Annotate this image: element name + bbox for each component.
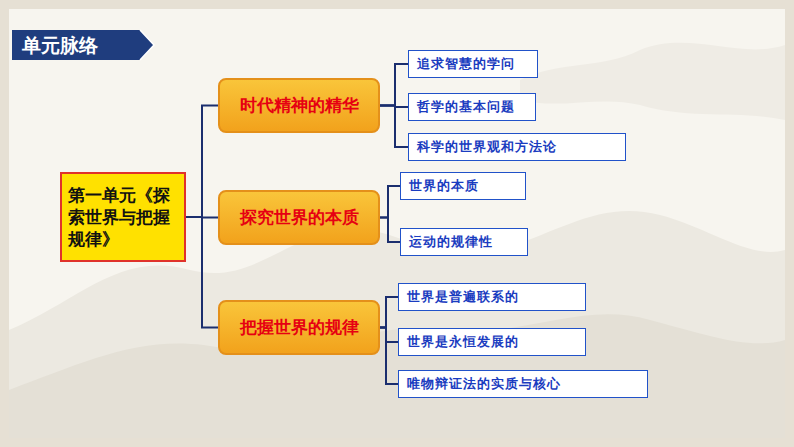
point-box: 科学的世界观和方法论	[408, 133, 626, 161]
point-name: 哲学的基本问题	[417, 98, 515, 116]
ink-mountains	[520, 43, 785, 120]
point-name: 世界是普遍联系的	[407, 288, 519, 306]
topic-box: 探究世界的本质	[218, 190, 380, 245]
point-box: 哲学的基本问题	[408, 93, 536, 121]
bracket-connector	[380, 328, 398, 385]
point-box: 唯物辩证法的实质与核心	[398, 370, 648, 398]
bracket-connector	[380, 218, 400, 243]
bracket-connector	[380, 106, 408, 148]
point-name: 世界是永恒发展的	[407, 333, 519, 351]
bracket-connector	[380, 186, 400, 218]
title-banner-edge	[140, 30, 154, 60]
point-name: 运动的规律性	[409, 233, 493, 251]
point-box: 世界的本质	[400, 172, 526, 200]
point-box: 世界是普遍联系的	[398, 283, 586, 311]
point-name: 追求智慧的学问	[417, 55, 515, 73]
title-banner	[12, 30, 154, 60]
point-box: 追求智慧的学问	[408, 50, 538, 78]
bracket-connector	[186, 217, 218, 328]
unit-title: 单元脉络	[22, 31, 98, 59]
bracket-connector	[380, 297, 398, 328]
bracket-connector	[186, 106, 218, 218]
bracket-connector	[380, 328, 398, 343]
point-name: 科学的世界观和方法论	[417, 138, 557, 156]
point-box: 运动的规律性	[400, 228, 528, 256]
ink-mountains	[9, 314, 785, 438]
point-name: 唯物辩证法的实质与核心	[407, 375, 561, 393]
panel	[9, 9, 785, 438]
point-name: 世界的本质	[409, 177, 479, 195]
unit-name: 第一单元《探索世界与把握规律》	[68, 184, 178, 250]
topic-box: 时代精神的精华	[218, 78, 380, 133]
topic-box: 把握世界的规律	[218, 300, 380, 355]
unit-box: 第一单元《探索世界与把握规律》	[60, 172, 186, 262]
bracket-connector	[380, 64, 408, 106]
topic-name: 探究世界的本质	[240, 206, 359, 229]
topic-name: 把握世界的规律	[240, 316, 359, 339]
point-box: 世界是永恒发展的	[398, 328, 586, 356]
topic-name: 时代精神的精华	[240, 94, 359, 117]
